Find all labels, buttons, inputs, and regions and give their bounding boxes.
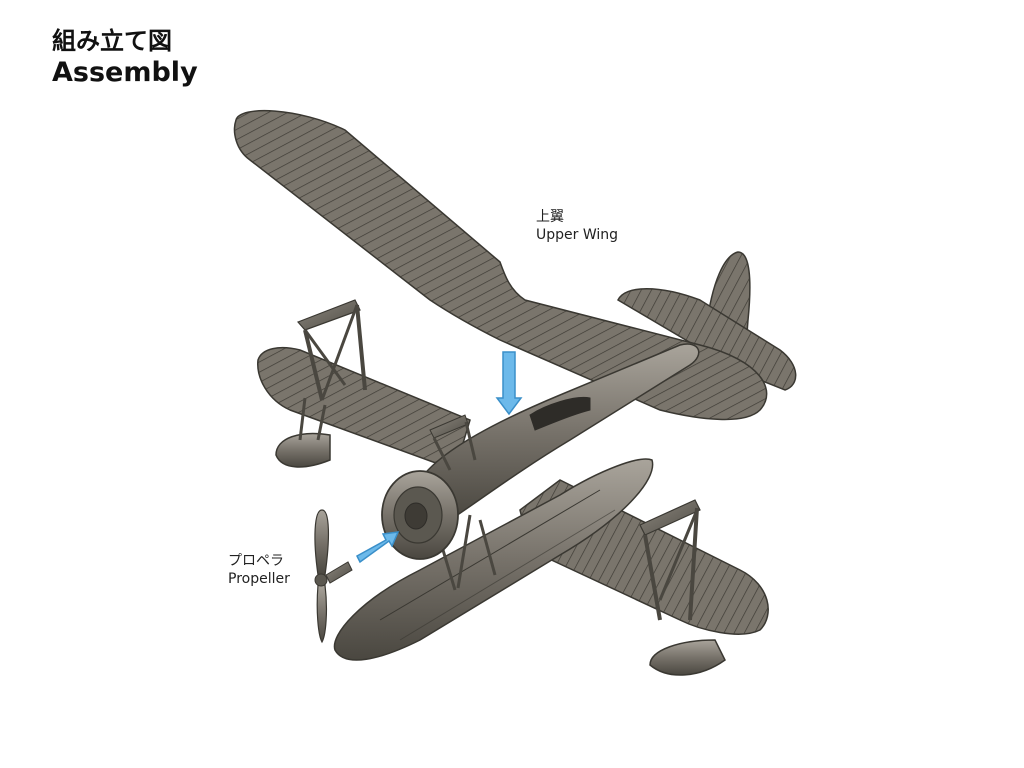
right-interplane-struts xyxy=(639,499,701,621)
label-upper-wing-en: Upper Wing xyxy=(536,227,619,243)
left-interplane-struts xyxy=(296,299,367,401)
title-block: 組み立て図 Assembly xyxy=(52,26,198,90)
label-upper-wing: 上翼 Upper Wing xyxy=(536,208,618,244)
propeller xyxy=(314,509,353,644)
title-japanese: 組み立て図 xyxy=(52,27,172,55)
cabane-struts xyxy=(429,414,477,471)
label-propeller-en: Propeller xyxy=(228,571,290,587)
left-float xyxy=(275,397,331,468)
right-float xyxy=(649,639,726,676)
upper-wing xyxy=(233,109,768,421)
horizontal-stabilizer xyxy=(617,288,797,391)
engine-cowling xyxy=(381,470,459,560)
arrow-propeller xyxy=(356,531,400,564)
title-english: Assembly xyxy=(52,57,198,88)
label-propeller-ja: プロペラ xyxy=(228,553,284,569)
arrow-upper-wing xyxy=(495,351,523,416)
label-propeller: プロペラ Propeller xyxy=(228,552,290,588)
label-upper-wing-ja: 上翼 xyxy=(536,209,564,225)
